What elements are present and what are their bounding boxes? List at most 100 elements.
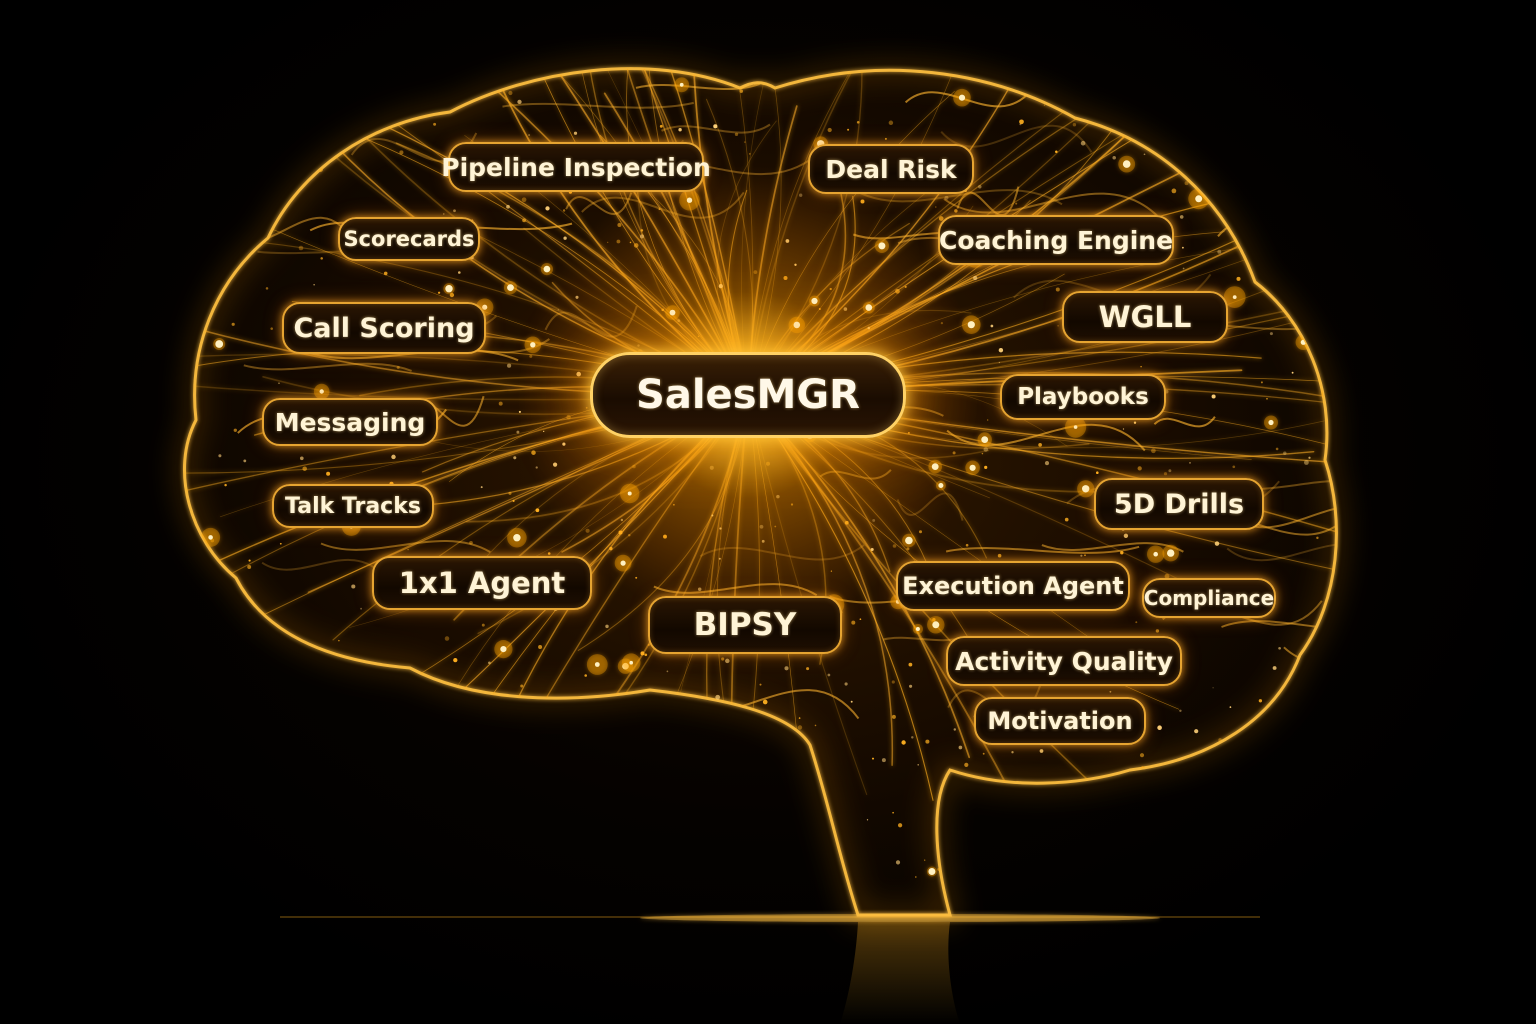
sparkle-particle xyxy=(425,106,428,110)
sparkle-particle xyxy=(895,860,901,865)
sparkle-particle xyxy=(1101,902,1104,904)
glow-node xyxy=(404,877,412,884)
node-label: Call Scoring xyxy=(293,312,475,344)
sparkle-particle xyxy=(295,824,298,827)
sparkle-particle xyxy=(335,132,339,136)
sparkle-particle xyxy=(517,99,522,105)
glow-node xyxy=(1232,145,1241,154)
sparkle-particle xyxy=(1112,155,1116,160)
sparkle-particle xyxy=(370,694,373,697)
glow-node xyxy=(208,84,214,90)
sparkle-particle xyxy=(725,749,730,753)
sparkle-particle xyxy=(1300,773,1303,776)
glow-node xyxy=(1236,82,1241,87)
cortex-fold xyxy=(243,362,412,372)
sparkle-particle xyxy=(1225,872,1229,875)
glow-node-halo xyxy=(580,830,594,844)
glow-node xyxy=(466,830,474,838)
sparkle-particle xyxy=(716,797,720,801)
sparkle-particle xyxy=(341,880,344,883)
cortex-fold xyxy=(261,559,381,574)
sparkle-particle xyxy=(891,714,896,719)
sparkle-particle xyxy=(1253,222,1259,227)
sparkle-particle xyxy=(547,552,551,555)
glow-node xyxy=(669,309,676,316)
sparkle-particle xyxy=(628,735,632,740)
sparkle-particle xyxy=(474,740,477,743)
sparkle-particle xyxy=(1139,753,1145,758)
sparkle-particle xyxy=(1081,59,1086,64)
glow-node xyxy=(931,463,939,470)
sparkle-particle xyxy=(521,197,527,203)
sparkle-particle xyxy=(279,542,282,545)
sparkle-particle xyxy=(506,742,511,748)
glow-node xyxy=(932,621,940,629)
sparkle-particle xyxy=(231,322,235,326)
sparkle-particle xyxy=(676,787,680,791)
sparkle-particle xyxy=(228,630,231,633)
sparkle-particle xyxy=(908,662,913,667)
sparkle-particle xyxy=(1250,78,1255,84)
sparkle-particle xyxy=(892,811,894,814)
sparkle-particle xyxy=(881,758,886,763)
sparkle-particle xyxy=(1130,842,1132,844)
sparkle-particle xyxy=(622,891,627,897)
sparkle-particle xyxy=(1117,908,1121,912)
sparkle-particle xyxy=(231,257,235,261)
sparkle-particle xyxy=(1039,749,1044,753)
sparkle-particle xyxy=(326,471,331,476)
sparkle-particle xyxy=(1055,150,1058,153)
sparkle-particle xyxy=(1072,123,1077,127)
sparkle-particle xyxy=(508,491,512,495)
sparkle-particle xyxy=(987,419,989,421)
sparkle-particle xyxy=(666,670,669,673)
sparkle-particle xyxy=(738,812,741,815)
sparkle-particle xyxy=(807,822,810,824)
sparkle-particle xyxy=(264,123,268,126)
sparkle-particle xyxy=(363,763,366,767)
glow-node-halo xyxy=(1274,202,1290,217)
sparkle-particle xyxy=(354,118,357,121)
sparkle-particle xyxy=(1283,451,1287,455)
glow-node xyxy=(1122,160,1131,168)
sparkle-particle xyxy=(884,137,887,140)
sparkle-particle xyxy=(644,653,648,657)
glow-node xyxy=(878,242,886,250)
sparkle-particle xyxy=(406,690,410,694)
glow-node xyxy=(219,855,225,861)
glow-node xyxy=(1320,830,1327,837)
sparkle-particle xyxy=(1217,249,1222,254)
glow-node xyxy=(594,662,600,667)
sparkle-particle xyxy=(243,459,247,463)
cortex-fold xyxy=(1252,101,1337,124)
node-label: Messaging xyxy=(274,407,426,437)
sparkle-particle xyxy=(688,840,692,844)
sparkle-particle xyxy=(1253,832,1259,838)
sparkle-particle xyxy=(1155,629,1160,633)
glow-node xyxy=(686,197,693,203)
sparkle-particle xyxy=(202,593,206,597)
center-node-label: SalesMGR xyxy=(636,372,860,418)
node-activity-quality: Activity Quality xyxy=(946,636,1182,686)
sparkle-particle xyxy=(217,821,221,825)
glow-node xyxy=(1082,485,1090,493)
sparkle-particle xyxy=(986,835,989,838)
glow-node-halo xyxy=(698,832,716,851)
sparkle-particle xyxy=(1276,881,1280,886)
glow-node xyxy=(938,483,944,488)
sparkle-particle xyxy=(198,216,201,219)
sparkle-particle xyxy=(1198,179,1202,183)
sparkle-particle xyxy=(1275,893,1277,895)
sparkle-particle xyxy=(935,206,937,208)
sparkle-particle xyxy=(744,141,746,143)
sparkle-particle xyxy=(1182,142,1186,146)
sparkle-particle xyxy=(897,823,903,828)
sparkle-particle xyxy=(278,382,280,385)
glow-node-halo xyxy=(312,878,334,900)
sparkle-particle xyxy=(800,788,805,793)
sparkle-particle xyxy=(1137,858,1139,860)
sparkle-particle xyxy=(1027,906,1029,909)
sparkle-particle xyxy=(257,138,261,141)
